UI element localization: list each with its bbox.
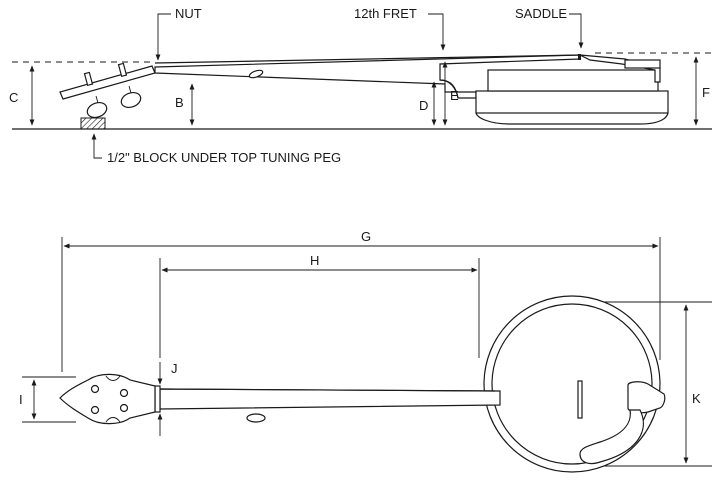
dimension-c-label: C: [9, 90, 18, 105]
headstock-notch-1: [105, 375, 121, 381]
dimension-j-label: J: [171, 361, 178, 376]
nut-label: NUT: [175, 6, 202, 21]
peg-hole-4: [119, 403, 129, 413]
tuning-peg-block: [80, 117, 106, 130]
neck-top: [159, 388, 501, 410]
peg-hole-1: [90, 384, 100, 394]
dimension-g-label: G: [361, 229, 371, 244]
twelfth-fret-leader: [428, 13, 446, 51]
pot-outer-rim: [483, 295, 661, 473]
block-note-label: 1/2" BLOCK UNDER TOP TUNING PEG: [107, 150, 341, 165]
peg-hole-3: [119, 388, 129, 398]
armrest-top: [579, 409, 644, 465]
peg-hole-2: [90, 405, 100, 415]
nut-top: [154, 385, 161, 413]
tuning-knob-1: [86, 101, 108, 119]
headstock-notch-2: [105, 417, 121, 423]
saddle-side: [578, 54, 581, 60]
dimension-k-label: K: [692, 391, 701, 406]
fifth-string-peg-top: [246, 413, 266, 423]
saddle-leader: [569, 13, 584, 49]
resonator-side: [475, 111, 669, 125]
twelfth-fret-label: 12th FRET: [354, 6, 417, 21]
armrest-side: [624, 59, 661, 69]
strings-side: [154, 54, 581, 64]
top-view: G H I J K: [19, 229, 712, 473]
dimension-e-label: E: [450, 88, 459, 103]
tension-hoop-side: [487, 69, 659, 92]
saddle-label: SADDLE: [515, 6, 567, 21]
side-view: NUT 12th FRET SADDLE C B D E F 1/2" BLOC…: [9, 6, 712, 165]
bridge-top: [577, 380, 583, 419]
dimension-i-label: I: [19, 392, 23, 407]
headstock-side: [59, 65, 156, 100]
nut-leader: [155, 13, 171, 61]
tuning-stem-2: [128, 85, 132, 94]
pot-inner-rim: [491, 303, 653, 465]
headstock-top: [59, 373, 156, 425]
dimension-b-label: B: [175, 95, 184, 110]
tuning-stem-1: [95, 95, 99, 104]
tuning-post-2: [117, 62, 128, 78]
block-note-leader: [91, 133, 102, 159]
tuning-knob-2: [120, 91, 142, 109]
dimension-h-label: H: [310, 253, 319, 268]
dimension-d-label: D: [419, 98, 428, 113]
tuning-post-1: [83, 71, 94, 87]
neck-top-inner: [159, 388, 496, 392]
rim-side: [475, 90, 669, 114]
fifth-string-peg-side: [248, 69, 264, 79]
dimension-f-label: F: [702, 85, 710, 100]
